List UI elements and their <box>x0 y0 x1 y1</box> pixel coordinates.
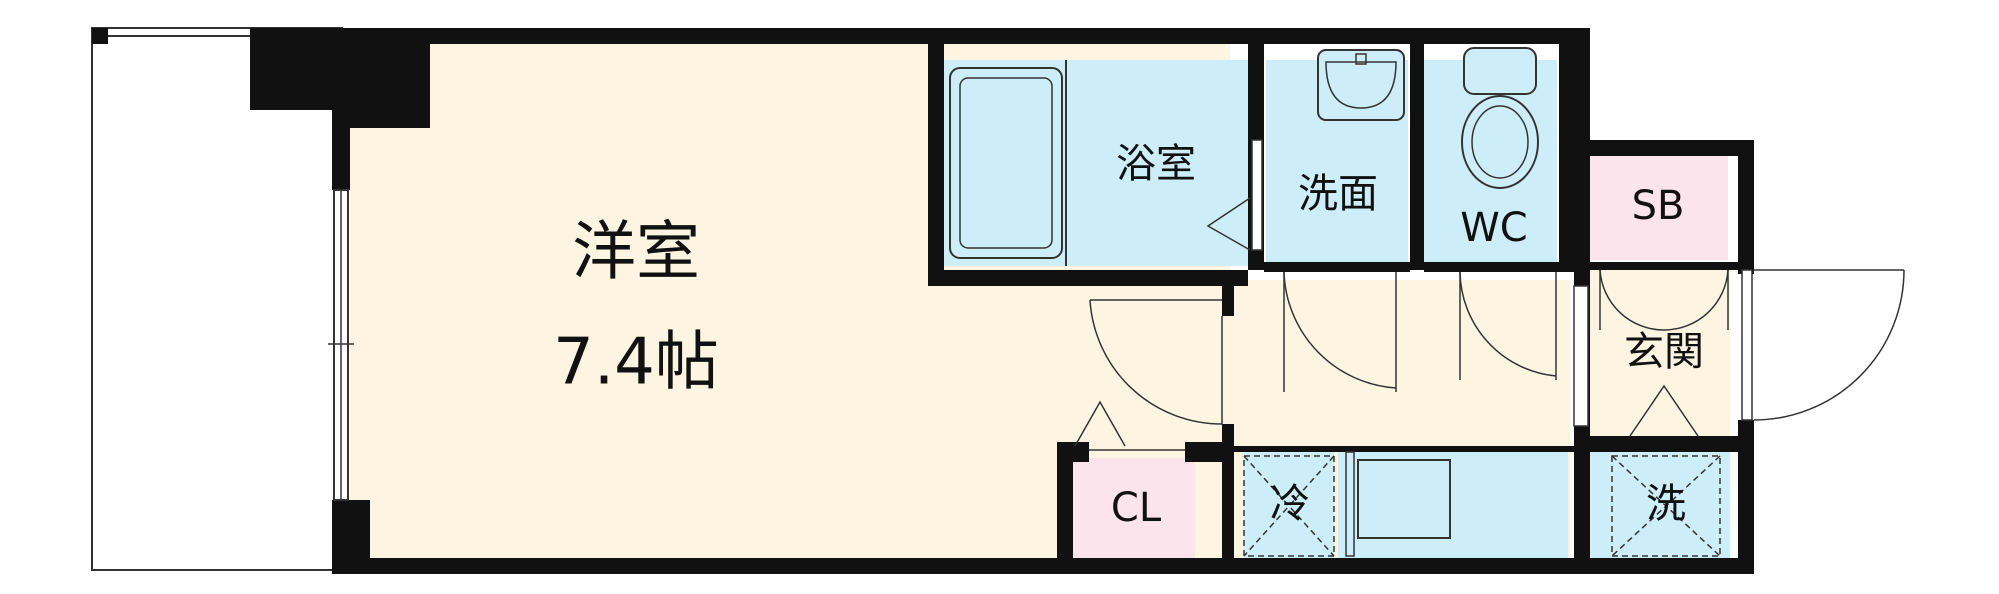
shoebox-floor <box>1588 156 1728 260</box>
window-left <box>328 189 354 501</box>
washer-label: 洗 <box>1646 481 1686 527</box>
western-room-size: 7.4帖 <box>553 326 719 400</box>
bath-label: 浴室 <box>1116 141 1196 187</box>
corridor-door-frame <box>1573 285 1589 427</box>
toilet-fixture <box>1461 47 1539 189</box>
balcony <box>91 27 343 571</box>
entrance-label: 玄関 <box>1624 329 1704 375</box>
bath-door <box>1206 139 1263 251</box>
bathtub <box>949 60 1067 266</box>
closet-label: CL <box>1111 485 1162 531</box>
shoebox-label: SB <box>1632 183 1685 229</box>
toilet-label: WC <box>1460 205 1527 251</box>
washroom-label: 洗面 <box>1298 171 1378 217</box>
entrance-floor <box>1580 270 1730 440</box>
kitchen-sink <box>1345 451 1451 557</box>
wash-basin <box>1317 49 1405 121</box>
appliance-spaces <box>1243 455 1721 557</box>
fridge-label: 冷 <box>1270 481 1310 527</box>
closet-floor <box>1073 458 1195 558</box>
western-room-name: 洋室 <box>572 216 700 290</box>
floor-fills <box>350 44 1730 564</box>
door-swings <box>1074 269 1905 451</box>
